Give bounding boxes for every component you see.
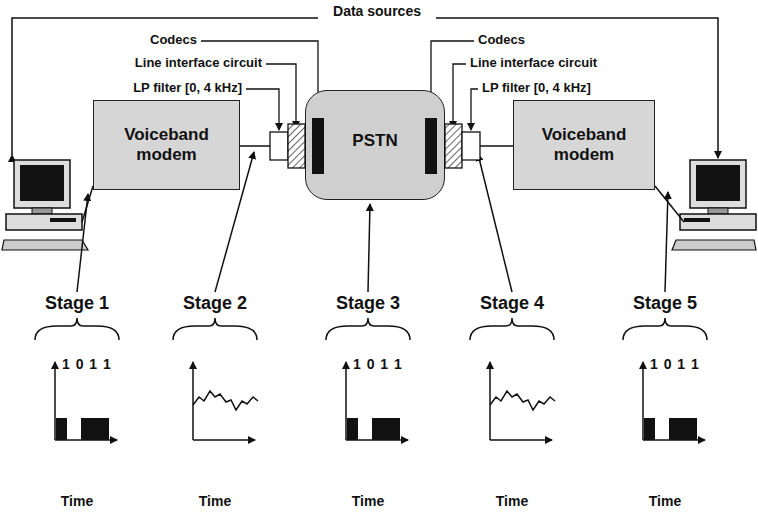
node-text: Voiceband modem xyxy=(522,125,646,165)
stage-label: Stage 1 xyxy=(45,294,109,314)
part-label: LP filter [0, 4 kHz] xyxy=(133,81,242,95)
stage-plots xyxy=(35,318,707,440)
stage-label: Stage 5 xyxy=(633,294,697,314)
bit-label: 1 0 1 1 xyxy=(650,357,700,372)
axis xyxy=(642,362,644,440)
bit-bar xyxy=(81,418,109,440)
axis xyxy=(54,362,56,440)
bit-bar xyxy=(56,418,67,440)
computer-icon xyxy=(2,160,93,250)
axis xyxy=(193,439,255,441)
axis-label: Time xyxy=(61,494,93,509)
node-text: PSTN xyxy=(352,131,397,151)
part-label: Codecs xyxy=(478,33,525,47)
part-label: Line interface circuit xyxy=(135,56,262,70)
axis xyxy=(192,362,194,440)
line-interface xyxy=(445,124,462,168)
network-cloud: PSTN xyxy=(305,90,445,200)
modem-box: Voiceband modem xyxy=(93,100,240,190)
brace xyxy=(470,318,554,340)
lp-filter xyxy=(462,132,480,160)
computer-icon xyxy=(655,160,756,250)
part-label: Codecs xyxy=(150,33,197,47)
axis xyxy=(345,362,347,440)
waveform xyxy=(193,391,258,410)
title-label: Data sources xyxy=(329,4,425,19)
part-label: LP filter [0, 4 kHz] xyxy=(482,81,591,95)
node-text: Voiceband modem xyxy=(102,125,231,165)
brace xyxy=(35,318,119,340)
axis-label: Time xyxy=(199,494,231,509)
axis xyxy=(490,439,552,441)
bit-label: 1 0 1 1 xyxy=(353,357,403,372)
stage-label: Stage 4 xyxy=(480,294,544,314)
bit-bar xyxy=(669,418,697,440)
line-connector xyxy=(240,145,305,147)
brace xyxy=(623,318,707,340)
waveform xyxy=(490,391,555,410)
modem-box: Voiceband modem xyxy=(513,100,655,190)
line-interface xyxy=(288,124,305,168)
stage-label: Stage 3 xyxy=(336,294,400,314)
line-connector xyxy=(445,145,513,147)
stage-label: Stage 2 xyxy=(183,294,247,314)
part-label: Line interface circuit xyxy=(470,56,597,70)
bit-bar xyxy=(644,418,655,440)
axis-label: Time xyxy=(649,494,681,509)
axis xyxy=(489,362,491,440)
brace xyxy=(173,318,257,340)
bit-bar xyxy=(347,418,358,440)
lp-filter xyxy=(270,132,288,160)
brace xyxy=(326,318,410,340)
axis-label: Time xyxy=(352,494,384,509)
axis-label: Time xyxy=(496,494,528,509)
bit-label: 1 0 1 1 xyxy=(62,357,112,372)
bit-bar xyxy=(372,418,400,440)
